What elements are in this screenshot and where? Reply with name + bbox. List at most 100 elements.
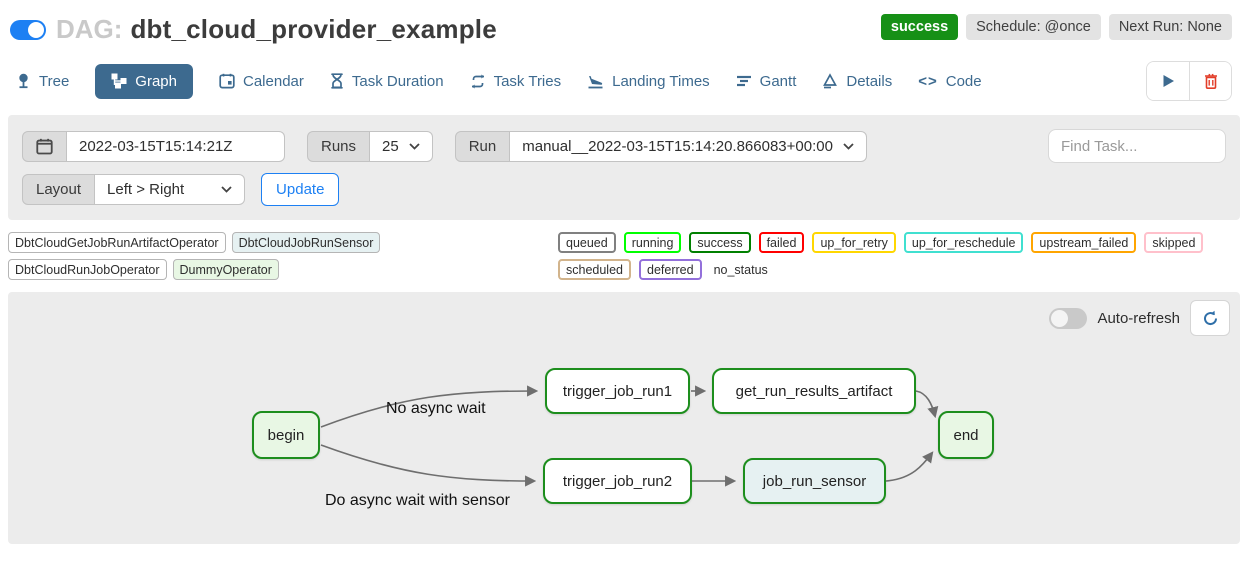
legend: DbtCloudGetJobRunArtifactOperator DbtClo… [0,230,1248,282]
tab-landing-times[interactable]: Landing Times [587,64,710,99]
dag-header: DAG: dbt_cloud_provider_example success … [0,0,1248,51]
node-job-run-sensor[interactable]: job_run_sensor [743,458,886,504]
run-value: manual__2022-03-15T15:14:20.866083+00:00 [522,137,833,155]
node-trigger-job-run1[interactable]: trigger_job_run1 [545,368,690,414]
tab-label: Calendar [243,72,304,90]
dag-title: dbt_cloud_provider_example [130,14,497,44]
auto-refresh-control: Auto-refresh [1049,300,1230,336]
auto-refresh-label: Auto-refresh [1097,309,1180,327]
tab-task-tries[interactable]: Task Tries [470,64,562,99]
edge-label: No async wait [386,400,486,417]
toggle-knob [28,21,44,38]
trash-icon [1204,73,1217,89]
runs-group: Runs 25 [307,130,433,162]
operator-legend: DbtCloudGetJobRunArtifactOperator DbtClo… [8,232,544,280]
status-legend-badge[interactable]: failed [758,232,805,253]
tree-icon [19,73,28,89]
repeat-icon [471,74,484,88]
status-legend-badge[interactable]: scheduled [558,259,631,280]
node-end[interactable]: end [938,411,994,459]
runs-value: 25 [382,137,399,155]
runs-label: Runs [307,130,371,162]
details-icon [823,73,838,89]
play-icon [1163,75,1174,87]
execution-date-input[interactable]: 2022-03-15T15:14:21Z [67,130,285,162]
toggle-knob [1051,309,1069,327]
status-legend-badge[interactable]: upstream_failed [1031,232,1137,253]
tab-gantt[interactable]: Gantt [736,64,797,99]
tab-label: Tree [39,72,70,90]
status-legend-badge[interactable]: up_for_reschedule [903,232,1024,253]
tab-calendar[interactable]: Calendar [219,64,304,99]
find-task-wrapper [1048,129,1226,163]
header-badges: success Schedule: @once Next Run: None [880,13,1232,40]
dag-graph-panel: No async wait Do async wait with sensor … [8,292,1240,544]
calendar-icon [219,73,235,89]
tab-code[interactable]: <> Code [918,64,981,99]
status-legend-badge[interactable]: skipped [1144,232,1204,253]
tab-tree[interactable]: Tree [16,64,69,99]
node-trigger-job-run2[interactable]: trigger_job_run2 [543,458,692,504]
plane-landing-icon [588,76,603,89]
tab-graph[interactable]: Graph [95,63,193,99]
tab-label: Task Duration [351,72,444,90]
graph-icon [111,73,127,89]
status-legend-badge[interactable]: running [623,232,682,253]
layout-label: Layout [22,174,96,205]
dag-pause-toggle[interactable] [10,19,46,40]
dag-prefix-label: DAG: [56,14,123,44]
tab-details[interactable]: Details [822,64,892,99]
layout-value: Left > Right [107,181,185,198]
filter-panel: 2022-03-15T15:14:21Z Runs 25 Run manual_… [8,115,1240,220]
status-legend-badge[interactable]: deferred [639,259,702,280]
view-tabbar: Tree Graph Calendar Task Duration Task T… [0,51,1248,111]
operator-badge: DbtCloudGetJobRunArtifactOperator [8,232,226,253]
execution-date-group: 2022-03-15T15:14:21Z [22,130,285,162]
operator-badge: DbtCloudRunJobOperator [8,259,167,280]
no-status-label: no_status [713,262,768,277]
tab-label: Task Tries [493,72,562,90]
filter-row-2: Layout Left > Right Update [22,173,1226,206]
auto-refresh-toggle[interactable] [1049,307,1088,329]
tab-label: Details [846,72,893,90]
edge-label: Do async wait with sensor [325,492,510,509]
calendar-picker-button[interactable] [22,130,67,162]
update-button[interactable]: Update [261,173,340,206]
tab-task-duration[interactable]: Task Duration [330,64,444,99]
node-get-run-results-artifact[interactable]: get_run_results_artifact [712,368,916,414]
operator-badge: DbtCloudJobRunSensor [231,232,381,253]
status-legend: queued running success failed up_for_ret… [558,232,1240,280]
refresh-button[interactable] [1190,300,1230,336]
layout-select[interactable]: Left > Right [95,174,246,205]
code-icon: <> [918,72,938,90]
chevron-down-icon [409,142,420,150]
operator-badge: DummyOperator [172,259,279,280]
find-task-input[interactable] [1048,129,1226,163]
layout-group: Layout Left > Right [22,174,246,205]
graph-edges [320,385,939,487]
chevron-down-icon [221,186,232,193]
dag-action-buttons [1146,61,1232,101]
gantt-icon [736,75,751,87]
runs-select[interactable]: 25 [370,130,433,162]
delete-dag-button[interactable] [1189,62,1231,100]
tab-label: Landing Times [612,72,710,90]
tab-label: Graph [135,72,177,90]
calendar-icon [36,138,53,154]
status-legend-badge[interactable]: queued [558,232,616,253]
tab-label: Gantt [759,72,797,90]
run-label: Run [454,130,511,162]
schedule-badge: Schedule: @once [966,13,1101,40]
chevron-down-icon [843,142,854,150]
run-select[interactable]: manual__2022-03-15T15:14:20.866083+00:00 [510,130,867,162]
filter-row-1: 2022-03-15T15:14:21Z Runs 25 Run manual_… [22,129,1226,163]
tab-label: Code [945,72,982,90]
refresh-icon [1203,310,1217,325]
run-group: Run manual__2022-03-15T15:14:20.866083+0… [454,130,867,162]
status-badge: success [880,13,959,40]
status-legend-badge[interactable]: success [689,232,751,253]
status-legend-badge[interactable]: up_for_retry [812,232,896,253]
node-begin[interactable]: begin [252,411,320,459]
next-run-badge: Next Run: None [1108,13,1232,40]
trigger-dag-button[interactable] [1147,62,1189,100]
